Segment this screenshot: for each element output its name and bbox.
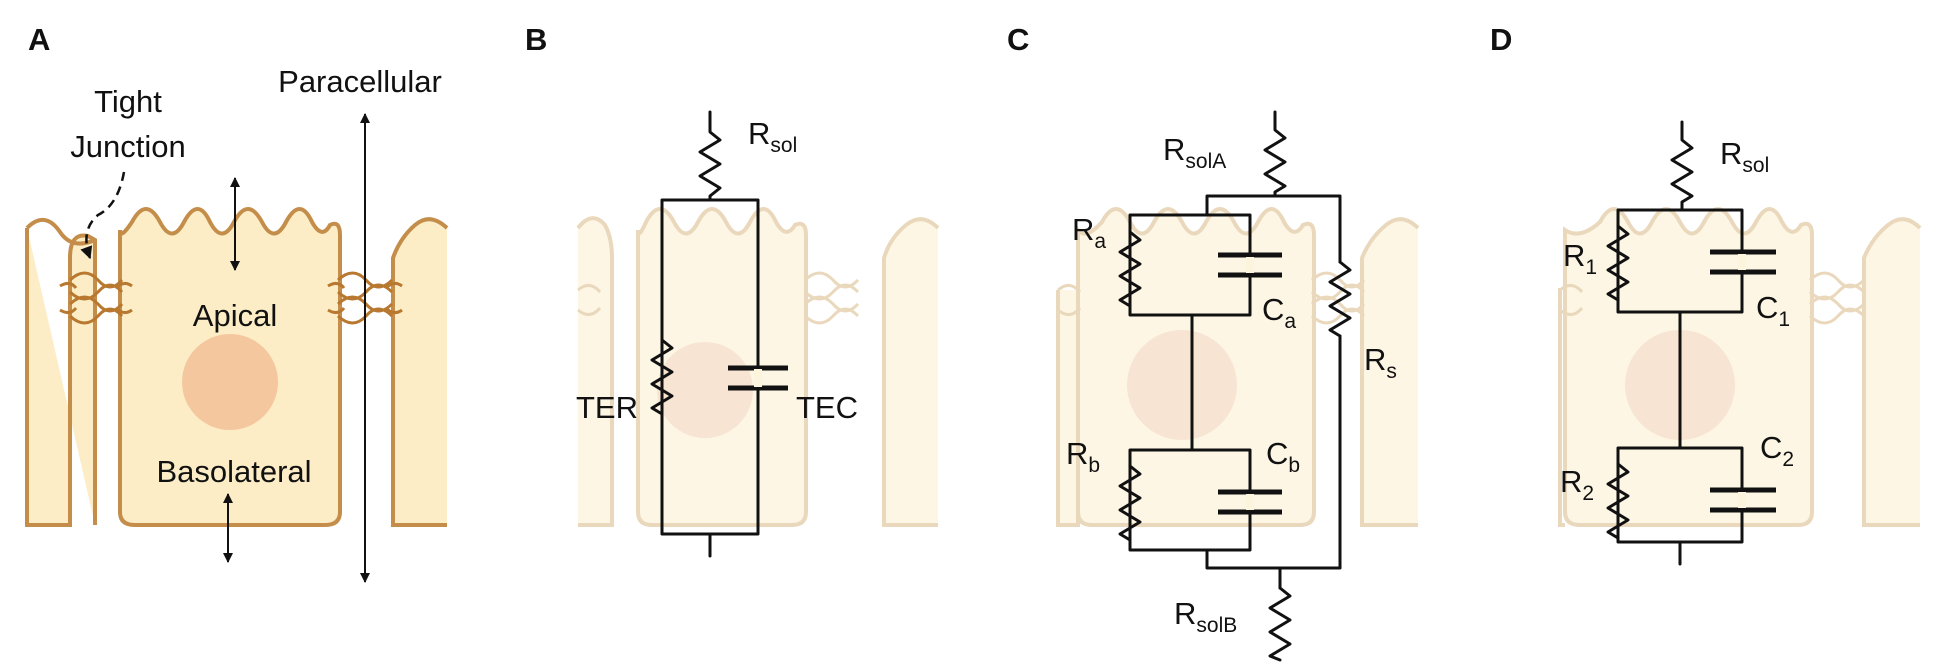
rb-resistor bbox=[1118, 464, 1142, 542]
panel-c-cells-background bbox=[1056, 207, 1420, 527]
tight-junction-left bbox=[59, 271, 133, 325]
cell-right-partial bbox=[391, 217, 449, 527]
top-bus bbox=[1205, 194, 1342, 264]
tight-junction-pointer bbox=[80, 171, 126, 260]
panel-b: B Rsol TER TEC bbox=[525, 22, 940, 558]
rs-label: Rs bbox=[1364, 342, 1397, 383]
ca-gap-mask bbox=[1246, 257, 1254, 273]
panel-b-cells-background bbox=[576, 207, 940, 527]
rs-resistor bbox=[1328, 260, 1352, 338]
panel-letter-b: B bbox=[525, 22, 547, 57]
cb-label: Cb bbox=[1266, 436, 1300, 477]
nucleus-icon bbox=[182, 334, 278, 430]
panel-a-cells bbox=[25, 207, 449, 527]
rsol-resistor-d bbox=[1670, 120, 1694, 212]
c2-label: C2 bbox=[1760, 430, 1794, 471]
cb-gap-mask bbox=[1246, 494, 1254, 510]
paracellular-label: Paracellular bbox=[278, 64, 442, 99]
basolateral-label: Basolateral bbox=[156, 454, 311, 489]
rsol-label: Rsol bbox=[748, 116, 797, 157]
c2-gap-mask bbox=[1738, 492, 1746, 508]
ra-label: Ra bbox=[1072, 212, 1106, 253]
cell-left-tip bbox=[25, 218, 96, 246]
c1-gap-mask bbox=[1738, 254, 1746, 270]
panel-letter-a: A bbox=[28, 22, 50, 57]
bottom-bus bbox=[1205, 548, 1282, 590]
ter-resistor bbox=[650, 338, 674, 416]
r1-label: R1 bbox=[1563, 238, 1597, 279]
panel-c: C bbox=[1007, 22, 1420, 662]
rb-label: Rb bbox=[1066, 436, 1100, 477]
c1-label: C1 bbox=[1756, 290, 1790, 331]
panel-letter-c: C bbox=[1007, 22, 1029, 57]
tight-junction-label-line2: Junction bbox=[70, 129, 185, 164]
rsola-label: RsolA bbox=[1163, 132, 1226, 173]
rsol-resistor bbox=[698, 110, 722, 202]
panel-d-circuit bbox=[1606, 120, 1776, 566]
ter-label: TER bbox=[576, 390, 638, 425]
r2-resistor bbox=[1606, 462, 1630, 540]
ra-resistor bbox=[1118, 230, 1142, 308]
panel-b-circuit bbox=[650, 110, 788, 558]
panel-d-cells-background bbox=[1558, 207, 1922, 527]
r2-label: R2 bbox=[1560, 464, 1594, 505]
rsol-label-d: Rsol bbox=[1720, 136, 1769, 177]
tec-label: TEC bbox=[796, 390, 858, 425]
rsolb-resistor bbox=[1268, 586, 1292, 662]
rsola-resistor bbox=[1263, 110, 1287, 198]
r1-resistor bbox=[1606, 224, 1630, 302]
panel-a: A bbox=[25, 22, 449, 583]
right-bus-lower bbox=[1278, 334, 1342, 570]
rsolb-label: RsolB bbox=[1174, 596, 1237, 637]
ca-label: Ca bbox=[1262, 292, 1296, 333]
panel-c-circuit bbox=[1118, 110, 1352, 662]
apical-label: Apical bbox=[193, 298, 277, 333]
tight-junction-label-line1: Tight bbox=[94, 84, 162, 119]
tec-gap-mask bbox=[754, 369, 762, 387]
panel-letter-d: D bbox=[1490, 22, 1512, 57]
panel-d: D bbox=[1490, 22, 1922, 566]
